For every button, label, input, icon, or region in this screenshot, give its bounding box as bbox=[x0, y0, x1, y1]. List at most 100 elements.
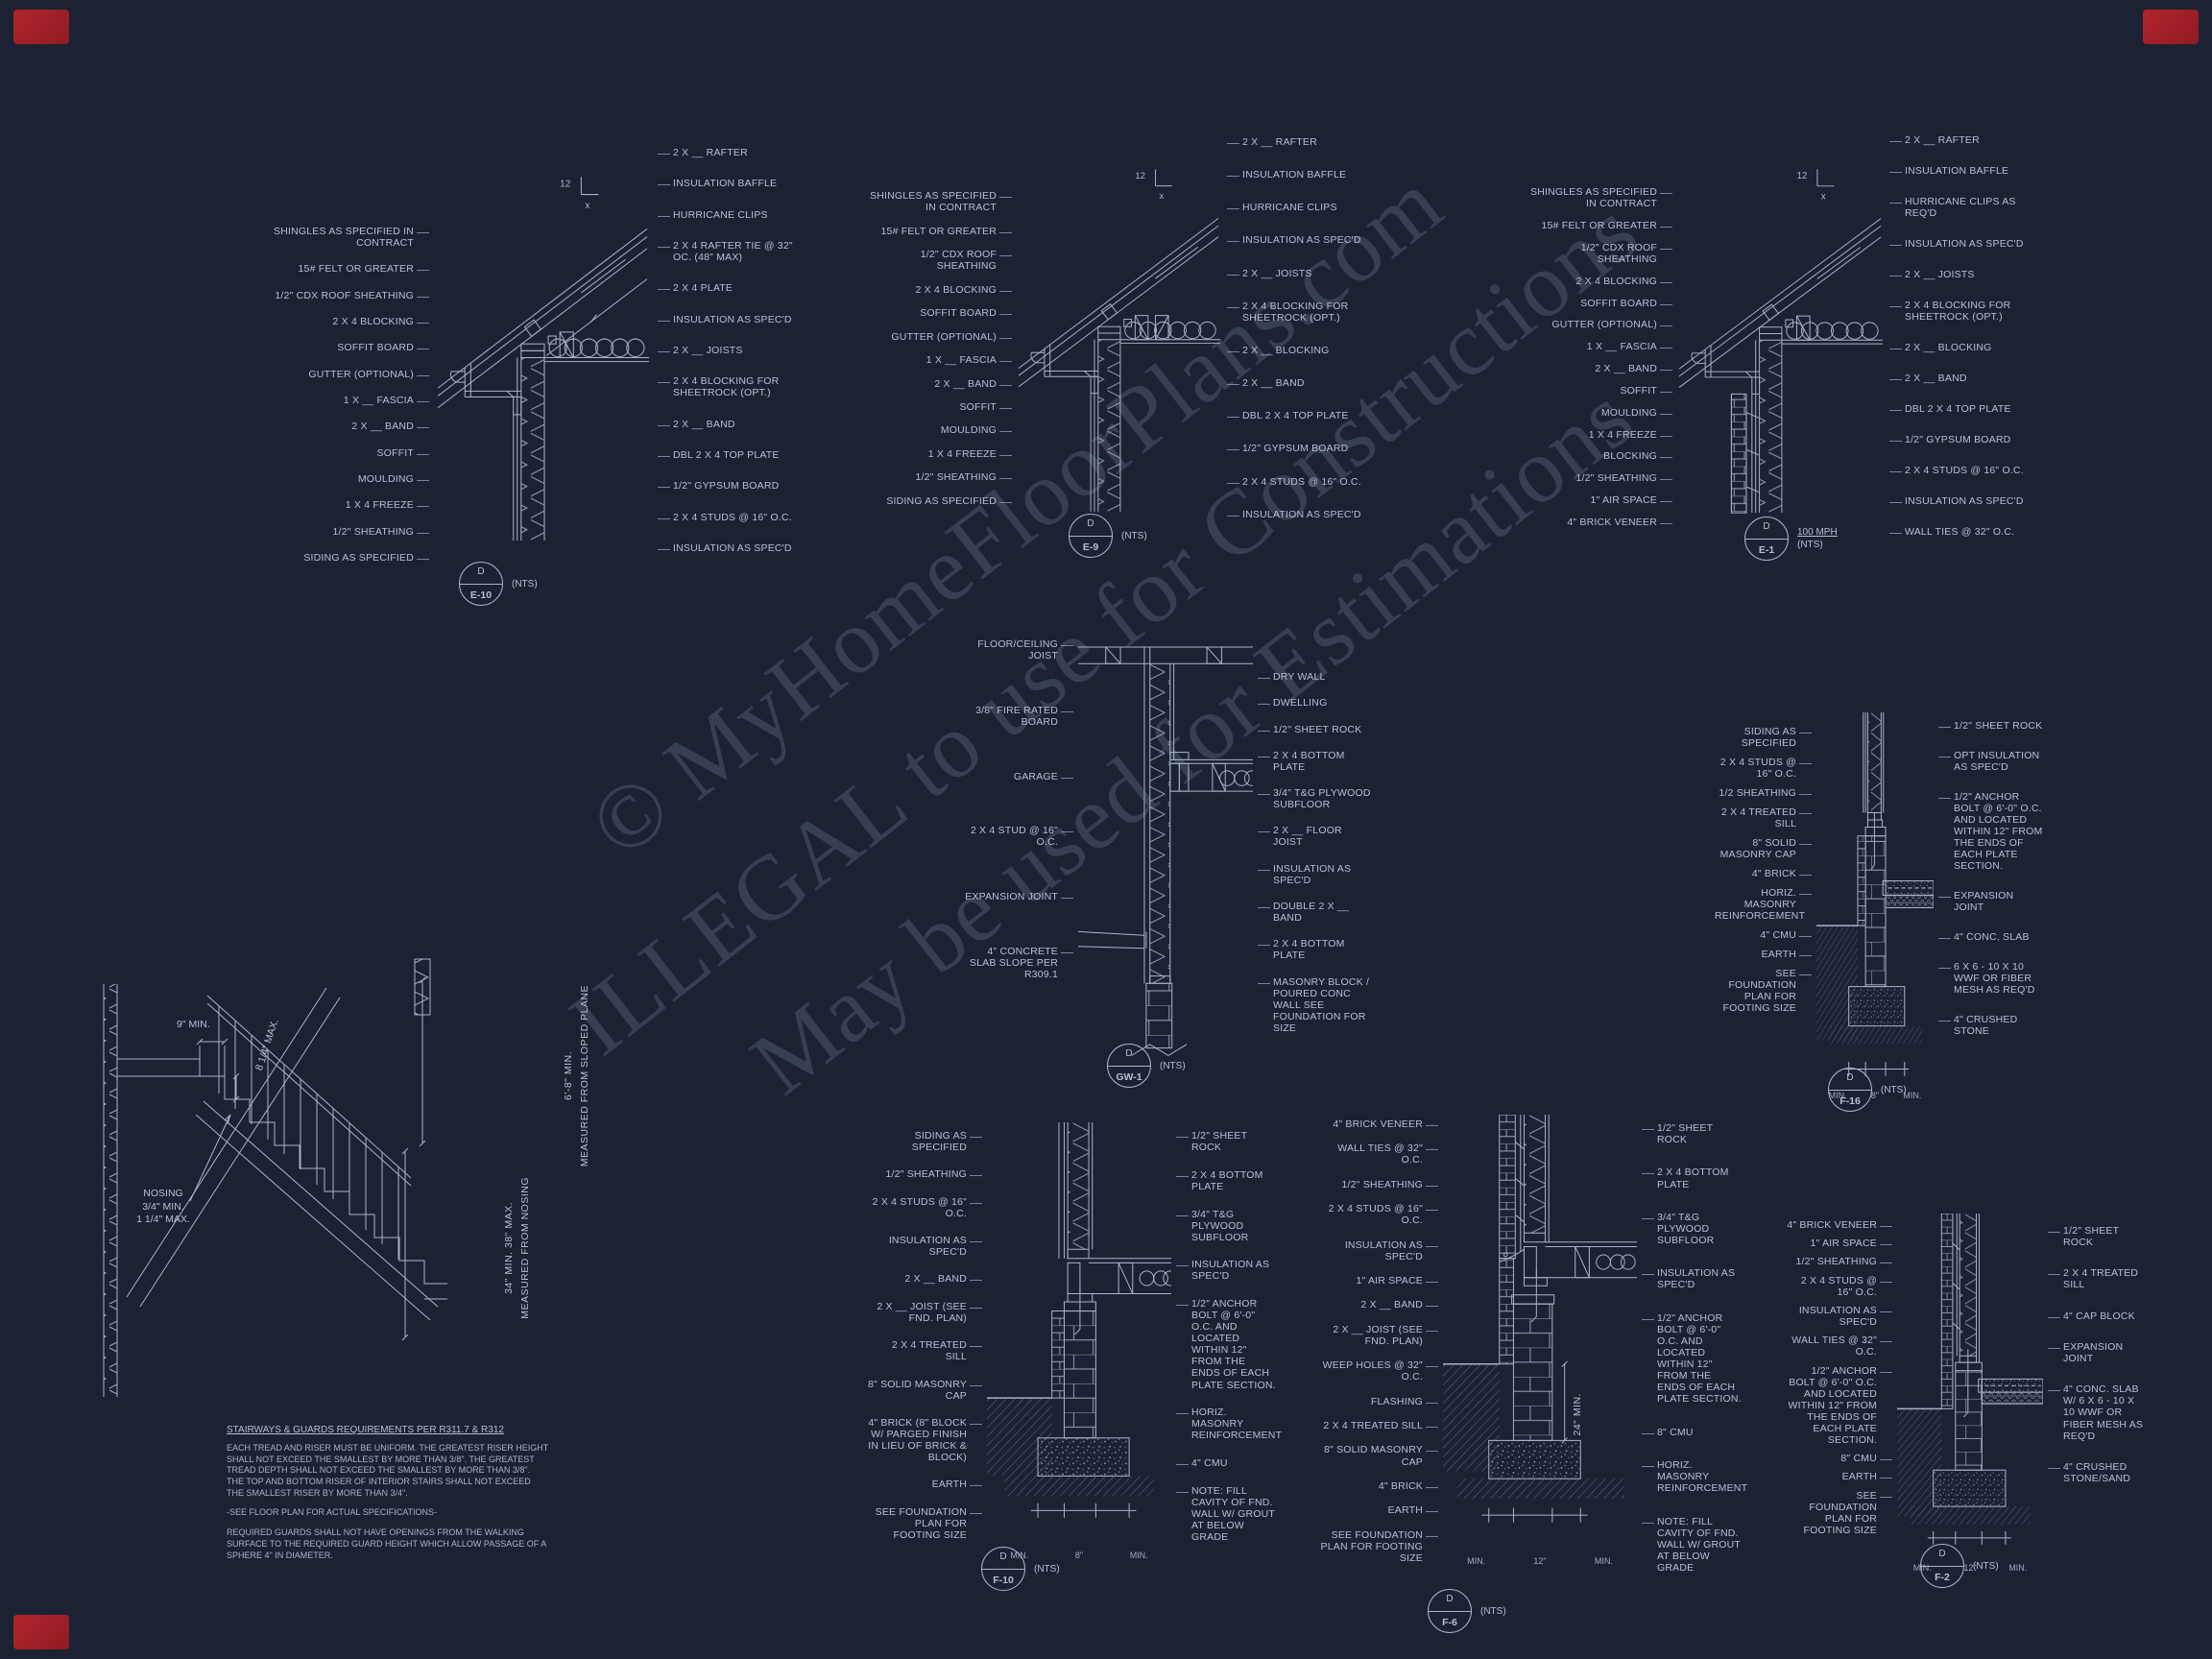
callout-symbol: D E-9 bbox=[1069, 514, 1113, 558]
part-label: SOFFIT bbox=[869, 401, 1013, 413]
part-label: 2 X 4 STUDS @ 16" O.C. bbox=[1715, 757, 1813, 780]
foundation-detail-drawing bbox=[987, 1122, 1171, 1549]
part-label: 1/2" ANCHOR BOLT @ 6'-0" O.C. AND LOCATE… bbox=[1641, 1312, 1743, 1406]
part-label: 2 X 4 TREATED SILL bbox=[868, 1339, 983, 1362]
part-label: 1/2" SHEET ROCK bbox=[1257, 724, 1372, 735]
callout-e10: D E-10 (NTS) bbox=[459, 562, 538, 606]
part-label: 2 X __ JOIST (SEE FND. PLAN) bbox=[1320, 1324, 1439, 1347]
part-label: INSULATION AS SPEC'D bbox=[1226, 509, 1362, 520]
part-label: 1/2" SHEET ROCK bbox=[1641, 1122, 1743, 1145]
callout-code: E-9 bbox=[1082, 541, 1099, 553]
eave-detail-drawing: 12 x bbox=[437, 176, 649, 541]
part-label: 4" BRICK bbox=[1320, 1480, 1439, 1492]
part-label: EXPANSION JOINT bbox=[2047, 1341, 2145, 1364]
part-label: SHINGLES AS SPECIFIED IN CONTRACT bbox=[1522, 186, 1673, 209]
part-label: 2 X 4 BOTTOM PLATE bbox=[1641, 1166, 1743, 1190]
part-label: MOULDING bbox=[1522, 407, 1673, 419]
part-label: 1/2" ANCHOR BOLT @ 6'-0" O.C. AND LOCATE… bbox=[1786, 1365, 1893, 1446]
dimension-label: MIN. bbox=[1594, 1556, 1613, 1566]
part-label: 1 X 4 FREEZE bbox=[1522, 429, 1673, 441]
stair-headroom-dim-group: 6'-8" MIN. MEASURED FROM SLOPED PLANE bbox=[563, 973, 590, 1179]
part-label: 2 X 4 STUDS @ 16" O.C. bbox=[1320, 1203, 1439, 1226]
part-label: 2 X 4 STUDS @ 16" O.C. bbox=[1226, 476, 1362, 488]
part-label: 4" CONC. SLAB bbox=[1937, 931, 2045, 943]
part-label: NOTE: FILL CAVITY OF FND. WALL W/ GROUT … bbox=[1641, 1516, 1743, 1574]
stair-notes-heading: STAIRWAYS & GUARDS REQUIREMENTS PER R311… bbox=[227, 1425, 504, 1435]
headroom-note: MEASURED FROM SLOPED PLANE bbox=[579, 984, 590, 1167]
part-label: 1" AIR SPACE bbox=[1522, 494, 1673, 506]
part-label: INSULATION AS SPEC'D bbox=[1257, 863, 1372, 886]
part-label: 4" CONC. SLAB W/ 6 X 6 - 10 X 10 WWF OR … bbox=[2047, 1383, 2145, 1442]
dimension-label: MIN. bbox=[1903, 1091, 1922, 1100]
part-label: SOFFIT BOARD bbox=[869, 307, 1013, 319]
detail-e1: SHINGLES AS SPECIFIED IN CONTRACT 15# FEL… bbox=[1522, 125, 2035, 571]
guard-note: MEASURED FROM NOSING bbox=[519, 1177, 531, 1319]
callout-symbol: D F-16 bbox=[1828, 1068, 1872, 1112]
pitch-run-label: x bbox=[1821, 191, 1826, 202]
part-label: 1" AIR SPACE bbox=[1320, 1275, 1439, 1286]
part-label: 1" AIR SPACE bbox=[1786, 1238, 1893, 1249]
part-label: 1/2" SHEATHING bbox=[868, 1168, 983, 1180]
eave-detail-drawing: 12 x bbox=[1018, 168, 1220, 513]
part-label: OPT INSULATION AS SPEC'D bbox=[1937, 750, 2045, 773]
part-label: 6 X 6 - 10 X 10 WWF OR FIBER MESH AS REQ… bbox=[1937, 961, 2045, 996]
brand-mark-icon bbox=[13, 1615, 69, 1649]
callout-symbol: D E-1 bbox=[1744, 517, 1789, 561]
dimension-label: MIN. bbox=[2008, 1563, 2028, 1573]
part-label: 1/2" GYPSUM BOARD bbox=[657, 480, 803, 492]
part-label: HURRICANE CLIPS bbox=[657, 209, 803, 221]
part-label: GUTTER (OPTIONAL) bbox=[269, 369, 430, 380]
part-label: 3/4" T&G PLYWOOD SUBFLOOR bbox=[1641, 1212, 1743, 1246]
part-label: 3/4" T&G PLYWOOD SUBFLOOR bbox=[1257, 787, 1372, 810]
part-label: 2 X 4 STUDS @ 16" O.C. bbox=[1888, 465, 2034, 476]
part-label: EARTH bbox=[1320, 1504, 1439, 1516]
callout-code: E-1 bbox=[1758, 543, 1775, 556]
part-label: 4" BRICK VENEER bbox=[1320, 1118, 1439, 1130]
part-label: 2 X __ BAND bbox=[1522, 363, 1673, 374]
part-label: 2 X 4 BLOCKING bbox=[869, 284, 1013, 296]
part-label: 2 X __ JOIST (SEE FND. PLAN) bbox=[868, 1301, 983, 1324]
part-label: DBL 2 X 4 TOP PLATE bbox=[1226, 410, 1362, 421]
pitch-run-label: x bbox=[585, 201, 589, 211]
stair-nosing-note: NOSING 3/4" MIN. 1 1/4" MAX. bbox=[136, 1188, 190, 1226]
part-label: 2 X 4 STUD @ 16" O.C. bbox=[963, 825, 1074, 848]
part-label: INSULATION AS SPEC'D bbox=[1175, 1259, 1277, 1282]
stair-detail: 9" MIN. 8 1/4" MAX. NOSING 3/4" MIN. 1 1… bbox=[84, 946, 622, 1599]
part-label: INSULATION AS SPEC'D bbox=[1226, 234, 1362, 246]
dimension-label: 8" bbox=[1870, 1091, 1880, 1100]
callout-e1: D E-1 100 MPH (NTS) bbox=[1744, 517, 1838, 561]
part-label: 2 X __ BAND bbox=[869, 378, 1013, 390]
part-label: 4" BRICK VENEER bbox=[1786, 1219, 1893, 1231]
part-label: 4" CMU bbox=[1715, 929, 1813, 941]
part-label: 2 X 4 BOTTOM PLATE bbox=[1175, 1169, 1277, 1192]
callout-code: F-16 bbox=[1839, 1094, 1861, 1107]
part-label: 8" SOLID MASONRY CAP bbox=[1715, 837, 1813, 860]
stair-requirements-notes: STAIRWAYS & GUARDS REQUIREMENTS PER R311… bbox=[227, 1424, 549, 1570]
part-label: 2 X 4 RAFTER TIE @ 32" OC. (48" MAX) bbox=[657, 240, 803, 263]
part-label: INSULATION BAFFLE bbox=[1226, 169, 1362, 180]
part-label: 2 X __ JOISTS bbox=[1888, 269, 2034, 280]
part-label: SHINGLES AS SPECIFIED IN CONTRACT bbox=[269, 226, 430, 249]
part-label: INSULATION AS SPEC'D bbox=[657, 314, 803, 325]
pitch-label: 12 bbox=[1135, 171, 1145, 181]
part-label: 1/2" ANCHOR BOLT @ 6'-0" O.C. AND LOCATE… bbox=[1937, 791, 2045, 872]
part-label: 15# FELT OR GREATER bbox=[1522, 220, 1673, 231]
callout-code: GW-1 bbox=[1116, 1070, 1142, 1083]
part-label: 2 X __ RAFTER bbox=[1226, 136, 1362, 148]
part-label: SIDING AS SPECIFIED bbox=[868, 1130, 983, 1153]
part-label: SEE FOUNDATION PLAN FOR FOOTING SIZE bbox=[1786, 1490, 1893, 1536]
part-label: DWELLING bbox=[1257, 697, 1372, 709]
part-label: HORIZ. MASONRY REINFORCEMENT bbox=[1641, 1459, 1747, 1494]
callout-scale: (NTS) bbox=[1034, 1563, 1060, 1575]
dimension-label: MIN. bbox=[1129, 1551, 1148, 1560]
callout-letter: D bbox=[1938, 1549, 1946, 1559]
